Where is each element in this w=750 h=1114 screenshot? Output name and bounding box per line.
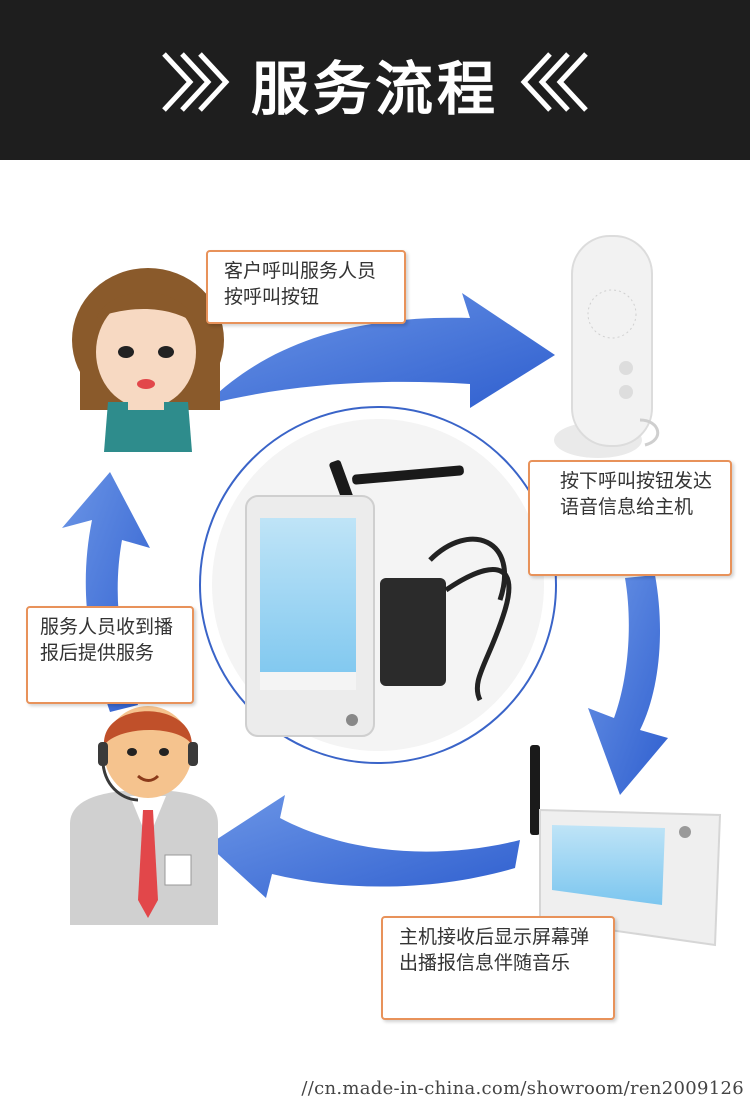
arrow-right [588, 575, 668, 795]
step-send-voice-callout: 按下呼叫按钮发达语音信息给主机 [528, 460, 732, 576]
double-chevron-right-icon [162, 52, 230, 112]
power-adapter-image [380, 536, 512, 702]
step-staff-serve-text: 服务人员收到播报后提供服务 [40, 616, 174, 664]
arrow-top [205, 293, 555, 408]
step-host-display-callout: 主机接收后显示屏幕弹出播报信息伴随音乐 [381, 916, 615, 1020]
step-staff-serve-callout: 服务人员收到播报后提供服务 [26, 606, 194, 704]
center-ring-outer [199, 406, 557, 764]
step-host-display-text: 主机接收后显示屏幕弹出播报信息伴随音乐 [399, 926, 590, 974]
arrow-left [62, 472, 150, 712]
arrow-bottom [208, 795, 520, 898]
step-send-voice-text: 按下呼叫按钮发达语音信息给主机 [560, 470, 713, 518]
customer-woman-illustration [72, 268, 224, 452]
page-title: 服务流程 [250, 55, 499, 123]
double-chevron-left-icon [520, 52, 588, 112]
source-watermark: //cn.made-in-china.com/showroom/ren20091… [301, 1078, 744, 1099]
step-customer-call-callout: 客户呼叫服务人员按呼叫按钮 [206, 250, 406, 324]
handheld-terminal-image [245, 460, 464, 737]
host-display-device-image [530, 745, 722, 947]
service-staff-illustration [70, 706, 218, 925]
step-customer-call-text: 客户呼叫服务人员按呼叫按钮 [224, 260, 377, 308]
call-button-device-image [554, 235, 659, 458]
header-banner: 服务流程 [0, 0, 750, 160]
